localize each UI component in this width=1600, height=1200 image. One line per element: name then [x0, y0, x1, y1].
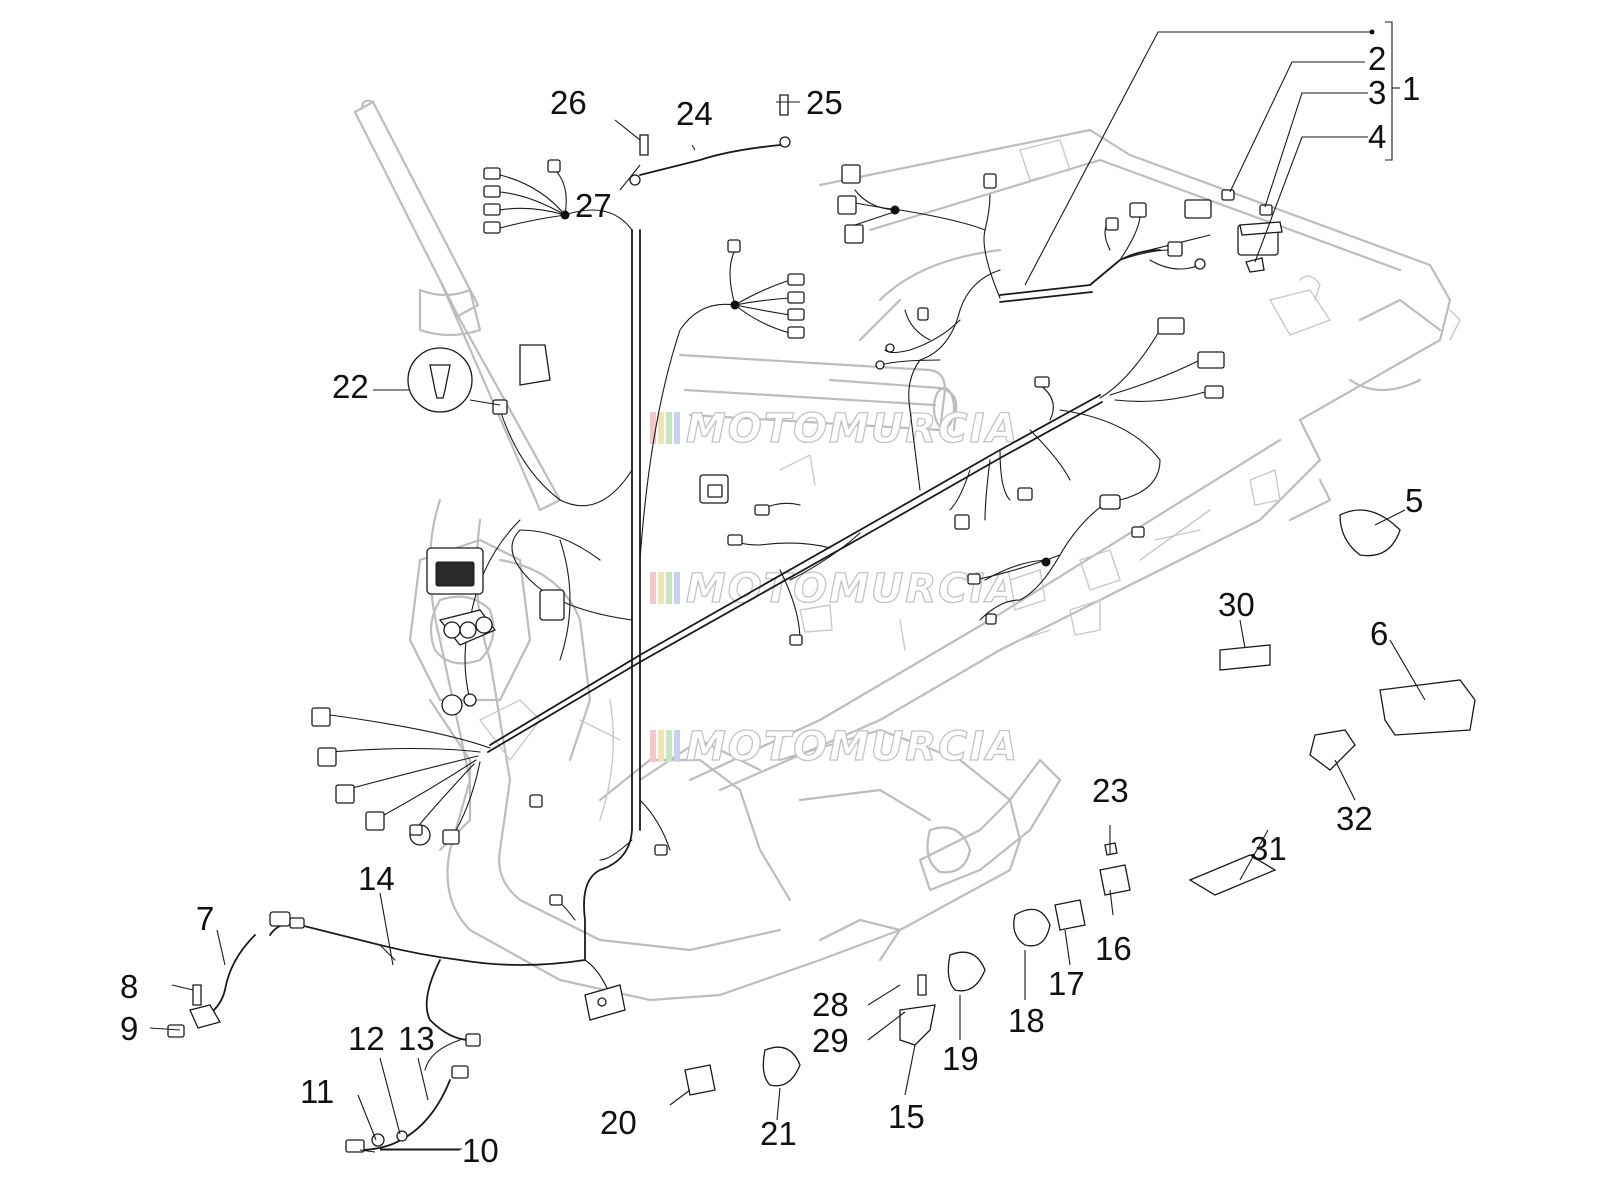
callout-18: 18: [1008, 1002, 1045, 1039]
callout-9: 9: [120, 1010, 138, 1047]
callout-26: 26: [550, 84, 587, 121]
callout-23: 23: [1092, 772, 1129, 809]
callout-27: 27: [575, 187, 612, 224]
watermark: MOTOMURCIA MOTOMURCIA MOTOMURCIA: [650, 405, 1019, 771]
callout-17: 17: [1048, 965, 1085, 1002]
callout-15: 15: [888, 1098, 925, 1135]
watermark-3: MOTOMURCIA: [650, 723, 1019, 771]
scooter-frame: [353, 99, 1461, 1002]
watermark-text: MOTOMURCIA: [686, 406, 1019, 452]
callout-3: 3: [1368, 74, 1386, 111]
watermark-2: MOTOMURCIA: [650, 565, 1019, 613]
watermark-text: MOTOMURCIA: [686, 566, 1019, 612]
callout-19: 19: [942, 1040, 979, 1077]
watermark-text: MOTOMURCIA: [686, 724, 1019, 770]
callout-21: 21: [760, 1115, 797, 1152]
watermark-1: MOTOMURCIA: [650, 405, 1019, 453]
callout-7: 7: [196, 900, 214, 937]
callout-11: 11: [300, 1073, 334, 1110]
callout-30: 30: [1218, 586, 1255, 623]
callout-16: 16: [1095, 930, 1132, 967]
callout-29: 29: [812, 1022, 849, 1059]
callout-12: 12: [348, 1020, 385, 1057]
callout-22: 22: [332, 368, 369, 405]
callout-13: 13: [398, 1020, 435, 1057]
callout-2: 2: [1368, 40, 1386, 77]
callout-14: 14: [358, 860, 395, 897]
main-wiring-harness: [199, 169, 1211, 1151]
callout-labels: 1 2 3 4 5 6 7 8 9 10 11 12 13 14 15 16 1…: [120, 40, 1423, 1169]
callout-6: 6: [1370, 615, 1388, 652]
leader-lines: [149, 21, 1426, 1153]
callout-24: 24: [676, 95, 713, 132]
callout-5: 5: [1405, 482, 1423, 519]
callout-8: 8: [120, 968, 138, 1005]
callout-20: 20: [600, 1104, 637, 1141]
callout-28: 28: [812, 986, 849, 1023]
callout-4: 4: [1368, 118, 1386, 155]
callout-32: 32: [1336, 800, 1373, 837]
callout-10: 10: [462, 1132, 499, 1169]
connectors: [167, 94, 1476, 1153]
callout-31: 31: [1250, 830, 1287, 867]
callout-1: 1: [1402, 70, 1420, 107]
callout-25: 25: [806, 84, 843, 121]
